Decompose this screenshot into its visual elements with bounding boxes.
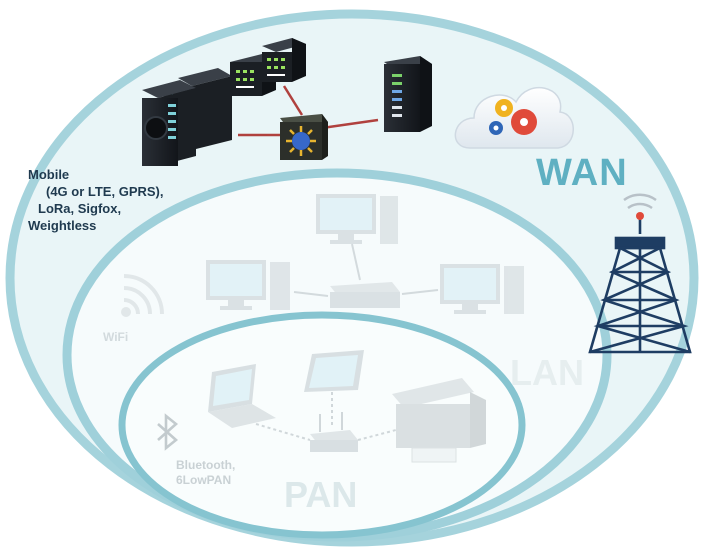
desktop-computer-icon: [440, 264, 524, 314]
wifi-label: WiFi: [103, 330, 129, 344]
wan-technologies-label: Mobile (4G or LTE, GPRS), LoRa, Sigfox, …: [28, 167, 164, 233]
pan-devices: [208, 350, 486, 463]
server-rack-icon: [262, 38, 306, 82]
pan-zone: [118, 311, 526, 539]
wan-label: WAN: [536, 152, 628, 194]
network-switch-icon: [330, 282, 400, 308]
server-rack-icon: [142, 80, 196, 166]
tablet-icon: [304, 350, 364, 392]
wifi-icon: [121, 274, 164, 317]
printer-icon: [392, 378, 486, 463]
desktop-computer-icon: [206, 260, 290, 310]
cloud-gears-icon: [454, 86, 574, 149]
wan-links: [238, 85, 379, 137]
lan-label: LAN: [510, 352, 584, 393]
desktop-computer-icon: [316, 194, 398, 244]
router-icon: [310, 412, 358, 452]
pan-technologies-label: Bluetooth, 6LowPAN: [176, 458, 236, 487]
bluetooth-icon: [157, 413, 179, 451]
lan-devices: [206, 194, 524, 314]
laptop-icon: [208, 364, 276, 428]
server-rack-icon: [384, 56, 432, 132]
pan-label: PAN: [284, 474, 358, 515]
network-switch-icon: [280, 114, 328, 160]
cell-tower-icon: [588, 193, 692, 354]
